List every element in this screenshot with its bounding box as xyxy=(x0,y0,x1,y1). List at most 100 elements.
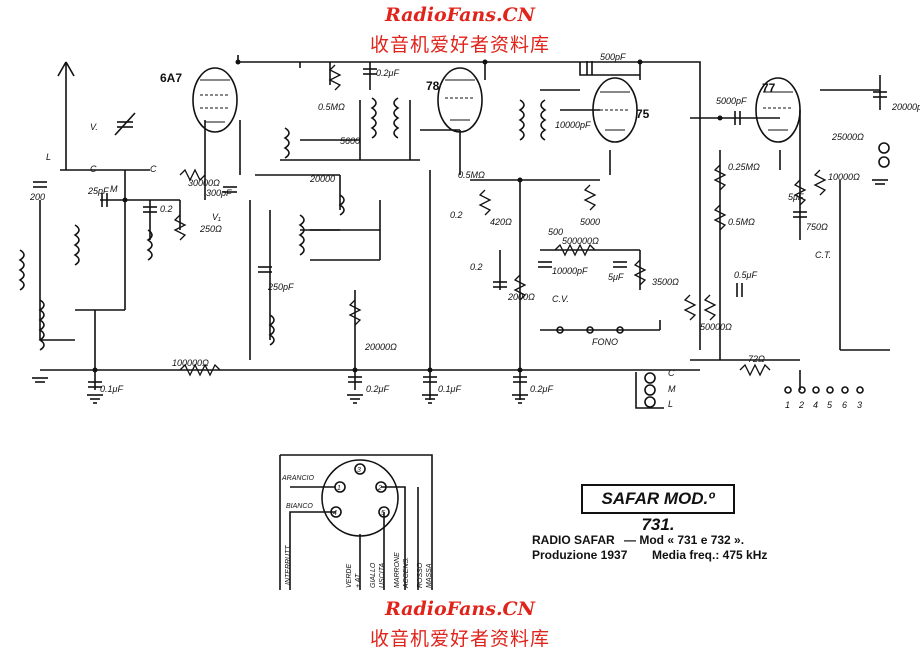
tube-78: 78 xyxy=(426,67,483,133)
label-20000pf: 20000pF xyxy=(891,102,920,112)
plug-label-verde2: + AT xyxy=(355,573,362,588)
label-100000: 100000Ω xyxy=(172,358,209,368)
label-c: C xyxy=(90,164,97,174)
label-420: 420Ω xyxy=(490,217,512,227)
label-fono: FONO xyxy=(592,337,618,347)
label-250pf: 250pF xyxy=(267,282,294,292)
label-500: 500 xyxy=(548,227,563,237)
label-05uf: 0.5μF xyxy=(734,270,757,280)
label-5000: 5000 xyxy=(580,217,600,227)
watermark-bottom-cn: 收音机爱好者资料库 xyxy=(369,628,550,650)
svg-text:3: 3 xyxy=(357,467,361,474)
label-v: V. xyxy=(90,122,98,132)
tube-label-78: 78 xyxy=(426,79,440,93)
info-models: — Mod « 731 e 732 ». xyxy=(624,533,745,547)
terminal-6: 6 xyxy=(842,400,847,410)
label-10000pf: 10000pF xyxy=(555,120,591,130)
label-ct: C.T. xyxy=(815,250,831,260)
label-sw-c: C xyxy=(668,368,675,378)
label-cv: C.V. xyxy=(552,294,569,304)
label-c2: C xyxy=(150,164,157,174)
terminal-5: 5 xyxy=(827,400,833,410)
plug-label-rosso2: MASSA xyxy=(426,563,433,588)
info-if-frequency: Media freq.: 475 kHz xyxy=(652,548,768,562)
plug-connector: 1 2 3 4 5 ARANCIO BIANCO INTERRUTT. VERD… xyxy=(279,454,433,590)
terminal-4: 4 xyxy=(813,400,818,410)
terminal-3: 3 xyxy=(857,400,862,410)
label-5000pf: 5000pF xyxy=(716,96,747,106)
svg-text:5: 5 xyxy=(381,510,385,517)
plug-label-bianco: BIANCO xyxy=(286,503,313,510)
label-25pf: 25pF xyxy=(87,186,109,196)
label-02uf3: 0.2μF xyxy=(376,68,399,78)
resistors xyxy=(173,64,827,377)
wiring xyxy=(39,55,890,400)
watermark-top-cn: 收音机爱好者资料库 xyxy=(369,34,550,56)
label-10000pf2: 10000pF xyxy=(552,266,588,276)
component-labels: V. V₁ L C C M 25pF 300pF 250pF 200 0.2 0… xyxy=(29,52,920,410)
tube-75: 75 xyxy=(592,77,650,143)
label-01uf: 0.1μF xyxy=(100,384,123,394)
svg-text:1: 1 xyxy=(337,485,341,492)
plug-label-marrone2: ACCENS. xyxy=(403,557,410,589)
svg-text:4: 4 xyxy=(333,510,337,517)
plug-label-marrone: MARRONE xyxy=(394,552,401,588)
label-200: 200 xyxy=(29,192,45,202)
label-2000: 2000Ω xyxy=(507,292,535,302)
label-500pf: 500pF xyxy=(600,52,626,62)
plug-label-giallo: GIALLO xyxy=(370,562,377,588)
label-50000: 50000Ω xyxy=(700,322,732,332)
info-brand: RADIO SAFAR xyxy=(532,533,615,547)
info-production: Produzione 1937 xyxy=(532,548,628,562)
plug-label-giallo2: USCITA xyxy=(379,563,386,588)
label-5uf2: 5μF xyxy=(788,192,804,202)
label-025m: 0.25MΩ xyxy=(728,162,760,172)
label-v1: V₁ xyxy=(212,212,221,222)
tube-77: 77 xyxy=(755,77,801,143)
label-20000: 20000Ω xyxy=(364,342,397,352)
capacitors xyxy=(33,61,887,388)
label-05m: 0.5MΩ xyxy=(318,102,345,112)
coils xyxy=(18,97,547,351)
label-02c: 0.2 xyxy=(470,262,483,272)
junction-dots xyxy=(92,59,723,373)
label-10000: 10000Ω xyxy=(828,172,860,182)
label-02uf: 0.2μF xyxy=(366,384,389,394)
ground-symbols xyxy=(32,179,888,404)
band-switch-terminals xyxy=(556,142,890,409)
tube-6a7: 6A7 xyxy=(160,67,238,133)
tube-label-77: 77 xyxy=(762,81,776,95)
antenna-symbol xyxy=(57,61,75,170)
label-05m3: 0.5MΩ xyxy=(728,217,755,227)
label-m: M xyxy=(110,184,118,194)
plug-label-verde: VERDE xyxy=(346,564,353,588)
label-02a: 0.2 xyxy=(160,204,173,214)
plug-label-interrutt: INTERRUTT. xyxy=(285,544,292,585)
label-750: 750Ω xyxy=(806,222,828,232)
label-sw-l: L xyxy=(668,399,673,409)
label-500000: 500000Ω xyxy=(562,236,599,246)
plug-label-arancio: ARANCIO xyxy=(281,475,314,482)
label-5600: 5600 xyxy=(340,136,360,146)
label-3500: 3500Ω xyxy=(652,277,679,287)
label-300pf: 300pF xyxy=(206,188,232,198)
tube-label-75: 75 xyxy=(636,107,650,121)
label-01uf2: 0.1μF xyxy=(438,384,461,394)
terminal-2: 2 xyxy=(798,400,804,410)
tube-label-6a7: 6A7 xyxy=(160,71,182,85)
label-sw-m: M xyxy=(668,384,676,394)
label-250ohm: 250Ω xyxy=(199,224,222,234)
label-20000c: 20000 xyxy=(309,174,335,184)
label-02b: 0.2 xyxy=(450,210,463,220)
watermark-top-en: RadioFans.CN xyxy=(384,4,536,26)
label-25000: 25000Ω xyxy=(831,132,864,142)
label-72: 72Ω xyxy=(748,354,765,364)
label-5uf: 5μF xyxy=(608,272,624,282)
plug-label-rosso: ROSSO xyxy=(417,562,424,588)
watermark-bottom-en: RadioFans.CN xyxy=(384,598,536,620)
label-02uf2: 0.2μF xyxy=(530,384,553,394)
label-05m2: 0.5MΩ xyxy=(458,170,485,180)
model-title-box: SAFAR MOD.º 731. xyxy=(581,484,735,534)
label-30000: 30000Ω xyxy=(188,178,220,188)
